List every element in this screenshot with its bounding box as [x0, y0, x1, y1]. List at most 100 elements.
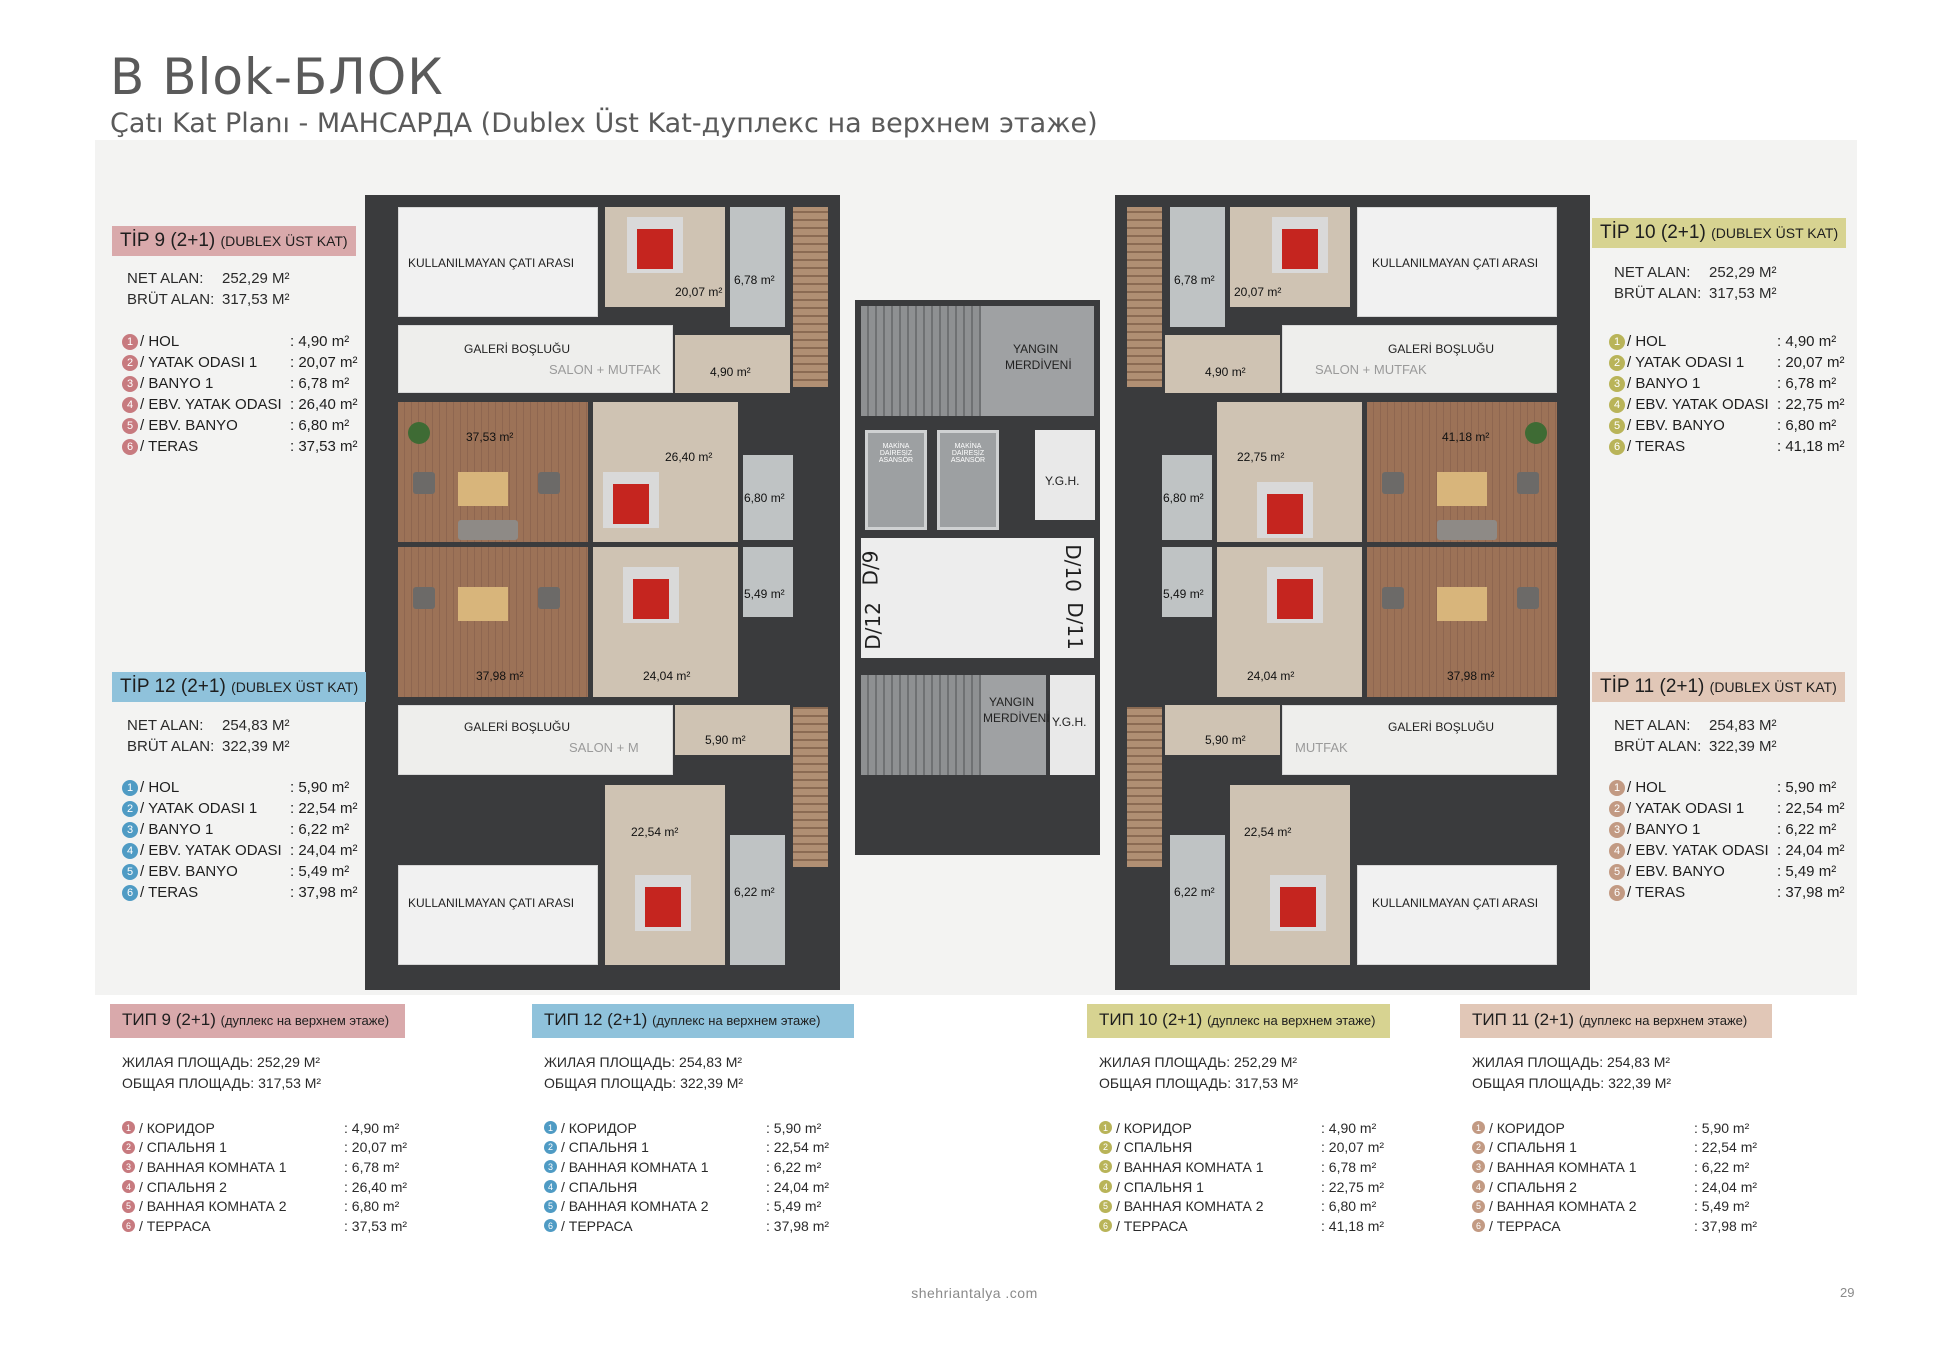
- bed-icon: [623, 567, 679, 623]
- total-area-row: ОБЩАЯ ПЛОЩАДЬ: 317,53 M²: [1099, 1073, 1390, 1094]
- table-icon: [1437, 587, 1487, 621]
- galeri-tip12: GALERİ BOŞLUĞU SALON + M: [398, 705, 673, 775]
- room-row: 4/ СПАЛЬНЯ: 24,04 m²: [544, 1177, 854, 1197]
- room-row: 1/ HOL: 4,90 m²: [122, 331, 358, 352]
- bath-1-tip12: 6,22 m²: [730, 835, 785, 965]
- chair-icon: [1382, 472, 1404, 494]
- attic-label: KULLANILMAYAN ÇATI ARASI: [1372, 896, 1539, 910]
- room-area: : 24,04 m²: [766, 1178, 830, 1195]
- living-area-row: ЖИЛАЯ ПЛОЩАДЬ: 254,83 M²: [1472, 1052, 1772, 1073]
- galeri-tip9: GALERİ BOŞLUĞU SALON + MUTFAK: [398, 325, 673, 393]
- room-number-badge: 1: [544, 1121, 557, 1135]
- room-area: : 26,40 m²: [344, 1178, 408, 1195]
- tower-right: 6,78 m² 20,07 m² KULLANILMAYAN ÇATI ARAS…: [1115, 195, 1590, 990]
- table-icon: [1437, 472, 1487, 506]
- attic-label: KULLANILMAYAN ÇATI ARASI: [1372, 256, 1539, 270]
- unit-type-name: TİP 9 (2+1): [120, 230, 216, 251]
- attic-label: KULLANILMAYAN ÇATI ARASI: [408, 896, 575, 910]
- living-area-value: 254,83 M²: [1607, 1054, 1671, 1070]
- terrace-tip10: 41,18 m²: [1367, 402, 1557, 542]
- page-title: B Blok-БЛОК: [110, 48, 444, 106]
- bed-icon: [1272, 217, 1328, 273]
- door-label-d12: D/12: [860, 602, 885, 650]
- room-row: 2/ YATAK ODASI 1: 22,54 m²: [1609, 798, 1845, 819]
- room-row: 4/ СПАЛЬНЯ 2: 24,04 m²: [1472, 1177, 1772, 1197]
- room-area: : 20,07 m²: [1777, 354, 1845, 371]
- room-area: : 5,90 m²: [1694, 1119, 1750, 1136]
- bath-2-tip11: 5,49 m²: [1162, 547, 1212, 617]
- room-name: / TERAS: [140, 438, 199, 455]
- room-area: : 5,90 m²: [290, 779, 350, 796]
- room-area: : 6,78 m²: [290, 375, 350, 392]
- room-area: : 24,04 m²: [290, 842, 358, 859]
- room-row: 6/ ТЕРРАСА: 41,18 m²: [1099, 1216, 1390, 1236]
- room-name: / СПАЛЬНЯ: [561, 1178, 638, 1195]
- area-label: 6,80 m²: [1163, 491, 1204, 505]
- ru-block-tip9: ТИП 9 (2+1) (дуплекс на верхнем этаже)ЖИ…: [110, 1004, 407, 1236]
- net-area-row: NET ALAN:252,29 M²: [127, 268, 290, 289]
- area-label: 6,22 m²: [1174, 885, 1215, 899]
- area-label: 22,54 m²: [631, 825, 679, 839]
- room-name: / YATAK ODASI 1: [1627, 800, 1745, 817]
- attic-top-left: KULLANILMAYAN ÇATI ARASI: [398, 207, 598, 317]
- room-row: 3/ ВАННАЯ КОМНАТА 1: 6,22 m²: [1472, 1157, 1772, 1177]
- room-area: : 22,54 m²: [1694, 1139, 1758, 1156]
- gross-area-value: 317,53 M²: [222, 291, 290, 308]
- room-area: : 41,18 m²: [1321, 1217, 1385, 1234]
- ygh-label: Y.G.H.: [1052, 715, 1087, 729]
- room-name: / EBV. BANYO: [140, 863, 238, 880]
- room-name: / КОРИДОР: [1116, 1119, 1192, 1136]
- elevator-label: MAKİNA DAİRESİZ ASANSÖR: [878, 443, 914, 464]
- footer-website: shehriantalya .com: [911, 1285, 1038, 1301]
- room-area: : 4,90 m²: [1321, 1119, 1377, 1136]
- room-number-badge: 5: [1099, 1199, 1112, 1213]
- salon-label: SALON + M: [569, 740, 639, 755]
- room-area: : 6,80 m²: [1321, 1198, 1377, 1215]
- net-area-value: 252,29 M²: [1709, 264, 1777, 281]
- room-name: / HOL: [1627, 333, 1667, 350]
- room-number-badge: 2: [544, 1140, 557, 1154]
- net-area-label: NET ALAN:: [127, 270, 204, 287]
- room-number-badge: 5: [1609, 863, 1625, 880]
- room-number-badge: 4: [1609, 396, 1625, 413]
- room-name: / ВАННАЯ КОМНАТА 2: [1489, 1198, 1637, 1215]
- room-row: 3/ BANYO 1: 6,78 m²: [1609, 373, 1845, 394]
- room-area: : 5,49 m²: [1777, 863, 1837, 880]
- room-row: 4/ СПАЛЬНЯ 2: 26,40 m²: [122, 1177, 407, 1197]
- room-name: / YATAK ODASI 1: [1627, 354, 1745, 371]
- fire-stairs-label: MERDİVENİ: [983, 711, 1050, 725]
- net-area-value: 254,83 M²: [1709, 717, 1777, 734]
- room-row: 1/ КОРИДОР: 4,90 m²: [1099, 1118, 1390, 1138]
- unit-type-name: TİP 12 (2+1): [120, 676, 226, 697]
- room-name: / ТЕРРАСА: [1116, 1217, 1188, 1234]
- room-name: / EBV. YATAK ODASI: [140, 842, 282, 859]
- fire-stairs-label-box-top: YANGIN MERDİVENİ: [981, 306, 1094, 416]
- unit-type-name: ТИП 12 (2+1): [544, 1010, 648, 1029]
- plant-icon: [408, 422, 430, 444]
- room-row: 5/ EBV. BANYO: 5,49 m²: [1609, 861, 1845, 882]
- room-name: / TERAS: [1627, 438, 1686, 455]
- area-label: 22,54 m²: [1244, 825, 1292, 839]
- living-area-label: ЖИЛАЯ ПЛОЩАДЬ:: [544, 1054, 676, 1070]
- room-row: 5/ EBV. BANYO: 6,80 m²: [122, 415, 358, 436]
- unit-type-name: ТИП 10 (2+1): [1099, 1010, 1203, 1029]
- gross-area-label: BRÜT ALAN:: [1614, 738, 1702, 755]
- area-label: 6,78 m²: [734, 273, 775, 287]
- room-area: : 37,98 m²: [766, 1217, 830, 1234]
- room-name: / HOL: [1627, 779, 1667, 796]
- bath-1-tip9: 6,78 m²: [730, 207, 785, 327]
- room-area: : 22,75 m²: [1321, 1178, 1385, 1195]
- unit-type-note: (DUBLEX ÜST KAT): [231, 679, 359, 695]
- room-number-badge: 5: [122, 1199, 135, 1213]
- unit-type-tag-tip9: TİP 9 (2+1) (DUBLEX ÜST KAT): [112, 226, 356, 256]
- room-area: : 20,07 m²: [1321, 1139, 1385, 1156]
- room-name: / СПАЛЬНЯ 1: [1489, 1139, 1577, 1156]
- gross-area-row: BRÜT ALAN:322,39 M²: [1614, 736, 1777, 757]
- room-number-badge: 5: [122, 417, 138, 434]
- area-label: 5,49 m²: [744, 587, 785, 601]
